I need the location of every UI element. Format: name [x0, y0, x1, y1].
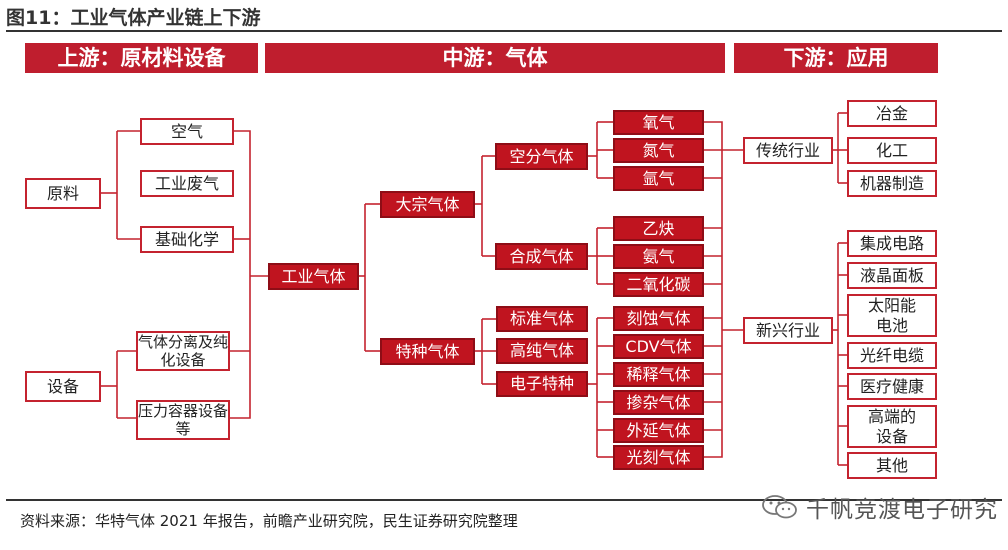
node-special-gas: 特种气体 — [380, 338, 475, 365]
node-raw-item: 基础化学 — [140, 226, 234, 253]
node-raw-item: 空气 — [140, 118, 234, 145]
node-emerging-item: 医疗健康 — [847, 373, 937, 400]
watermark-text: 千帆竞渡电子研究 — [806, 497, 998, 523]
node-emerging-item: 高端的设备 — [847, 405, 937, 448]
title-divider — [6, 30, 1002, 32]
node-equipment: 设备 — [25, 371, 101, 402]
watermark: 千帆竞渡电子研究 — [760, 490, 998, 524]
node-raw-material: 原料 — [25, 178, 101, 209]
node-emerging-item: 其他 — [847, 452, 937, 479]
node-synth-item: 二氧化碳 — [613, 272, 704, 297]
node-synthesis-gas: 合成气体 — [495, 243, 588, 270]
header-upstream: 上游：原材料设备 — [25, 43, 258, 73]
node-electronic-item: CDV气体 — [613, 334, 704, 359]
node-equip-item: 气体分离及纯化设备 — [136, 331, 230, 371]
node-emerging-industry: 新兴行业 — [743, 317, 833, 344]
node-air-sep-item: 氩气 — [613, 166, 704, 191]
node-air-sep-item: 氮气 — [613, 138, 704, 163]
node-bulk-gas: 大宗气体 — [380, 191, 475, 218]
node-traditional-item: 化工 — [847, 137, 937, 164]
node-traditional-item: 冶金 — [847, 100, 937, 127]
figure-title: 图11：工业气体产业链上下游 — [6, 7, 261, 29]
node-emerging-item: 集成电路 — [847, 230, 937, 257]
node-electronic-item: 掺杂气体 — [613, 390, 704, 415]
node-traditional-industry: 传统行业 — [743, 137, 833, 164]
header-midstream: 中游：气体 — [265, 43, 725, 73]
node-electronic-item: 稀释气体 — [613, 362, 704, 387]
node-emerging-item: 光纤电缆 — [847, 342, 937, 369]
node-raw-item: 工业废气 — [140, 170, 234, 197]
node-air-sep-item: 氧气 — [613, 110, 704, 135]
node-industrial-gas: 工业气体 — [268, 263, 359, 290]
node-emerging-item: 太阳能电池 — [847, 294, 937, 337]
node-special-item: 高纯气体 — [496, 338, 588, 364]
node-special-item: 标准气体 — [496, 306, 588, 332]
node-synth-item: 氨气 — [613, 244, 704, 269]
source-divider — [6, 499, 1002, 501]
node-electronic-item: 光刻气体 — [613, 445, 704, 470]
wechat-icon — [762, 495, 797, 519]
node-electronic-item: 刻蚀气体 — [613, 306, 704, 331]
node-special-item: 电子特种 — [496, 371, 588, 397]
node-synth-item: 乙炔 — [613, 216, 704, 241]
node-emerging-item: 液晶面板 — [847, 262, 937, 289]
node-equip-item: 压力容器设备等 — [136, 400, 230, 440]
header-downstream: 下游：应用 — [734, 43, 938, 73]
source-note: 资料来源：华特气体 2021 年报告，前瞻产业研究院，民生证券研究院整理 — [20, 512, 518, 530]
node-air-separation-gas: 空分气体 — [495, 143, 588, 170]
node-traditional-item: 机器制造 — [847, 170, 937, 197]
node-electronic-item: 外延气体 — [613, 418, 704, 443]
